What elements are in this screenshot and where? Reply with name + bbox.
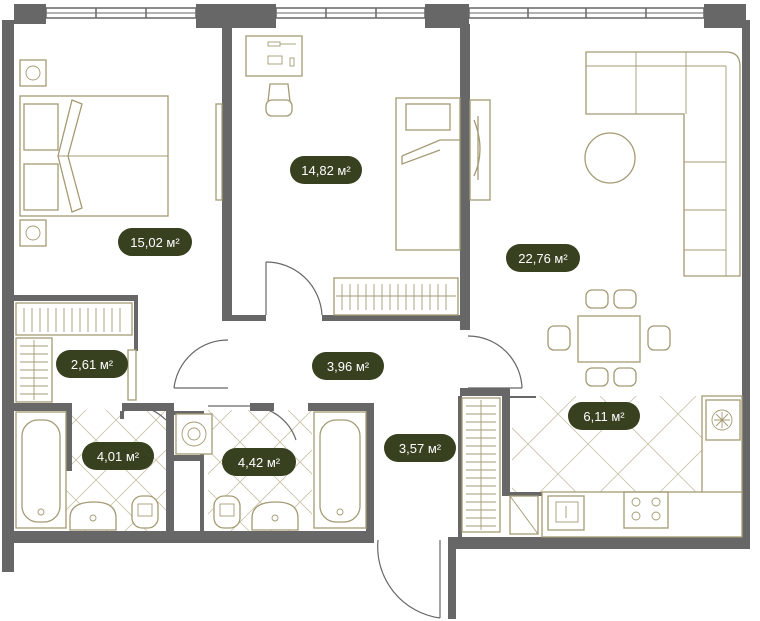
room-label-entrance: 3,57 м²: [384, 434, 456, 462]
bathroom-fixtures: [15, 411, 367, 531]
living-furniture: [547, 51, 741, 387]
bedroom-furniture: [19, 59, 169, 247]
room-label-wardrobe: 2,61 м²: [56, 350, 128, 378]
room-label-bedroom: 15,02 м²: [118, 228, 192, 256]
area-label: 6,11 м²: [583, 409, 625, 424]
walls: [2, 4, 750, 619]
area-label: 15,02 м²: [130, 235, 180, 250]
room-label-kitchen: 6,11 м²: [568, 402, 640, 430]
area-label: 14,82 м²: [301, 163, 351, 178]
area-label: 22,76 м²: [518, 251, 568, 266]
area-label: 3,57 м²: [399, 441, 442, 456]
room-label-living-room: 22,76 м²: [506, 244, 580, 272]
area-label: 4,01 м²: [97, 449, 140, 464]
kitchen-furniture: [509, 395, 743, 538]
room-label-bathroom-right: 4,42 м²: [222, 448, 296, 476]
area-label: 2,61 м²: [71, 357, 114, 372]
room-label-study: 14,82 м²: [290, 156, 362, 184]
kitchen-tiles: [512, 396, 702, 492]
doors: [121, 103, 523, 619]
area-label: 3,96 м²: [327, 359, 370, 374]
entry-shelf: [461, 397, 501, 533]
room-label-hall: 3,96 м²: [312, 352, 384, 380]
study-furniture: [245, 35, 491, 316]
area-label: 4,42 м²: [238, 455, 281, 470]
wardrobe-furniture: [15, 302, 137, 403]
room-label-bathroom-left: 4,01 м²: [82, 442, 154, 470]
